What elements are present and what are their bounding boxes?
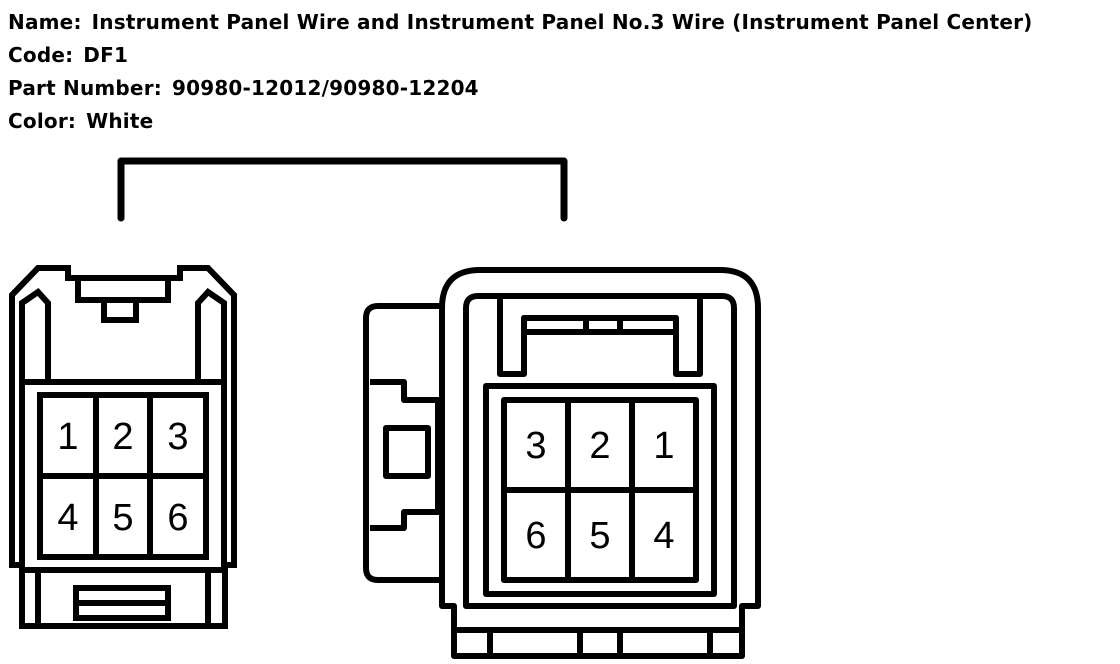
right-lock-tab [521, 315, 679, 335]
left-side-latch-right [195, 288, 227, 385]
right-body-outline [439, 267, 761, 659]
connector-info: Name: Instrument Panel Wire and Instrumen… [8, 6, 1033, 138]
left-pin-2: 2 [112, 416, 133, 458]
right-pin-6: 6 [525, 515, 546, 557]
code-row: Code: DF1 [8, 39, 1033, 72]
part-number-label: Part Number: [8, 76, 162, 100]
right-pin-3: 3 [525, 425, 546, 467]
left-pin-housing [19, 379, 227, 573]
right-side-latch [370, 379, 441, 531]
left-pin-1: 1 [57, 416, 78, 458]
code-value: DF1 [83, 43, 129, 67]
right-pin-4: 4 [653, 515, 674, 557]
part-number-value: 90980-12012/90980-12204 [171, 76, 479, 100]
left-lock-tab [101, 297, 139, 323]
name-label: Name: [8, 10, 82, 34]
right-pin-1: 1 [653, 425, 674, 467]
mating-bracket [117, 157, 568, 222]
right-pin-labels: 3 2 1 6 5 4 [525, 425, 674, 557]
left-pin-4: 4 [57, 497, 78, 539]
left-side-latch-left [19, 288, 51, 385]
name-row: Name: Instrument Panel Wire and Instrumen… [8, 6, 1033, 39]
right-side-latch-button [383, 425, 431, 479]
left-pin-3: 3 [167, 416, 188, 458]
right-pin-housing [483, 383, 717, 597]
right-inner-frame [463, 293, 737, 609]
left-connector [9, 265, 237, 629]
color-label: Color: [8, 109, 77, 133]
left-pin-5: 5 [112, 497, 133, 539]
right-pin-2: 2 [589, 425, 610, 467]
name-value: Instrument Panel Wire and Instrument Pan… [91, 10, 1033, 34]
left-top-lock [75, 278, 171, 303]
part-number-row: Part Number: 90980-12012/90980-12204 [8, 72, 1033, 105]
code-label: Code: [8, 43, 74, 67]
right-pin-5: 5 [589, 515, 610, 557]
right-side-tab [363, 303, 440, 583]
left-pin-6: 6 [167, 497, 188, 539]
right-connector [363, 267, 761, 659]
color-value: White [86, 109, 154, 133]
color-row: Color: White [8, 105, 1033, 138]
left-pin-labels: 1 2 3 4 5 6 [57, 416, 188, 539]
